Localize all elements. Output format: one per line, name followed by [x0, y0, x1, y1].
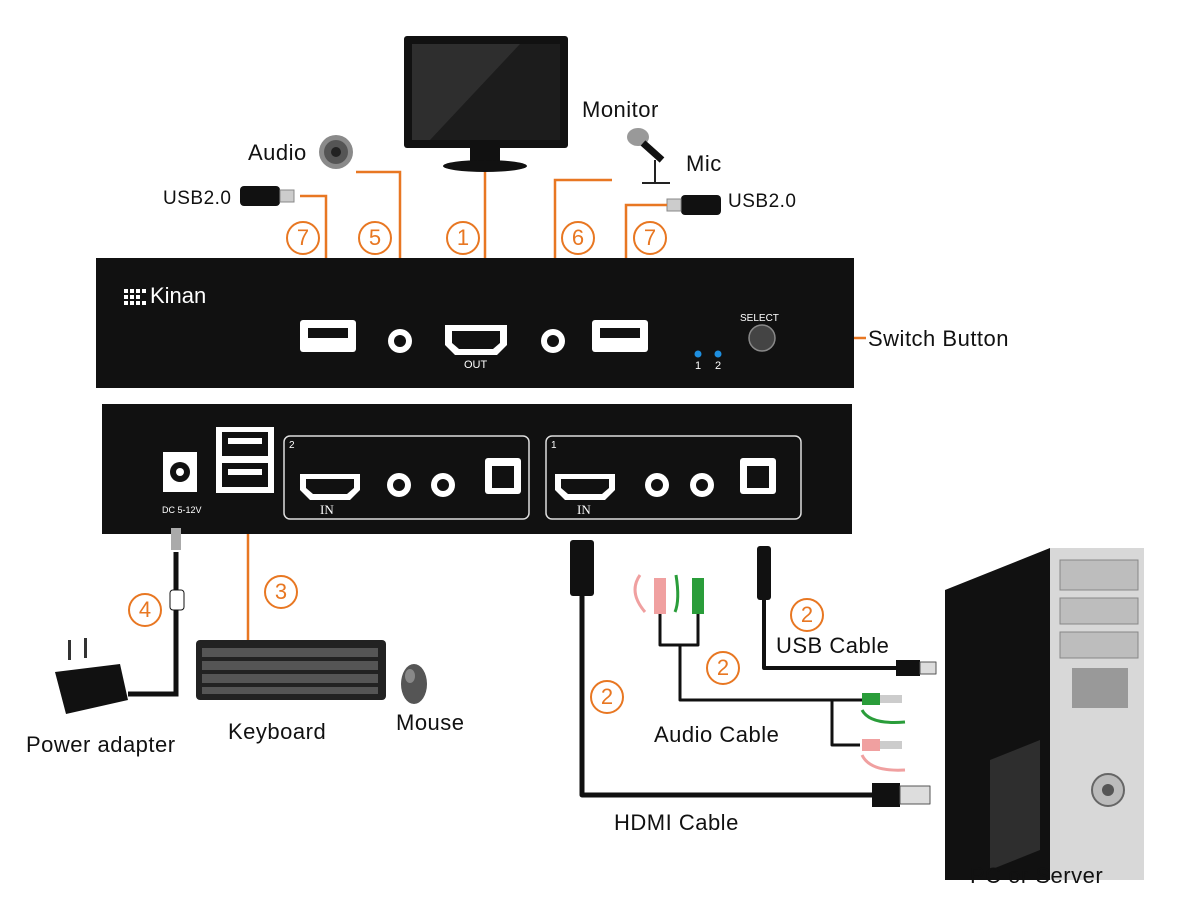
led-2-label: 2 — [715, 360, 722, 372]
marker-mic: 6 — [561, 221, 595, 255]
brand-logo: Kinan — [150, 283, 207, 308]
keyboard-icon — [196, 640, 386, 700]
keyboard-label: Keyboard — [228, 719, 327, 744]
dc-label: DC 5-12V — [162, 505, 202, 515]
port-group-1-label: 1 — [551, 440, 557, 451]
marker-usb-cable: 2 — [790, 598, 824, 632]
select-label: SELECT — [740, 313, 779, 324]
in-port-2-label: IN — [320, 502, 334, 517]
hdmi-cable-label: HDMI Cable — [614, 810, 739, 835]
kvm-back-panel — [102, 404, 852, 534]
out-port-label: OUT — [464, 359, 488, 371]
monitor-label: Monitor — [582, 97, 659, 122]
mic-label: Mic — [686, 151, 722, 176]
usb-right-label: USB2.0 — [728, 191, 797, 212]
pc-or-server-label: PC or Server — [970, 863, 1104, 888]
mouse-icon — [401, 664, 427, 704]
monitor-icon — [404, 36, 568, 172]
marker-usb-right: 7 — [633, 221, 667, 255]
power-adapter-icon — [55, 528, 185, 714]
marker-usb-left: 7 — [286, 221, 320, 255]
usb-cable-label: USB Cable — [776, 633, 890, 658]
audio-label: Audio — [248, 140, 307, 165]
kvm-front-panel — [96, 258, 854, 388]
mouse-label: Mouse — [396, 710, 465, 735]
marker-keyboard: 3 — [264, 575, 298, 609]
marker-monitor: 1 — [446, 221, 480, 255]
usb-drive-right-icon — [666, 195, 721, 215]
marker-power: 4 — [128, 593, 162, 627]
in-port-1-label: IN — [577, 502, 591, 517]
pc-tower-icon — [945, 548, 1144, 880]
marker-audio: 5 — [358, 221, 392, 255]
port-group-2-label: 2 — [289, 440, 295, 451]
switch-button-label: Switch Button — [868, 326, 1010, 351]
audio-cable-label: Audio Cable — [654, 722, 780, 747]
power-adapter-label: Power adapter — [26, 732, 176, 757]
usb-drive-left-icon — [240, 186, 295, 206]
usb-left-label: USB2.0 — [163, 188, 232, 209]
marker-audio-cable: 2 — [706, 651, 740, 685]
microphone-icon — [627, 128, 670, 184]
led-1-label: 1 — [695, 360, 702, 372]
marker-hdmi-cable: 2 — [590, 680, 624, 714]
speaker-icon — [319, 135, 353, 169]
